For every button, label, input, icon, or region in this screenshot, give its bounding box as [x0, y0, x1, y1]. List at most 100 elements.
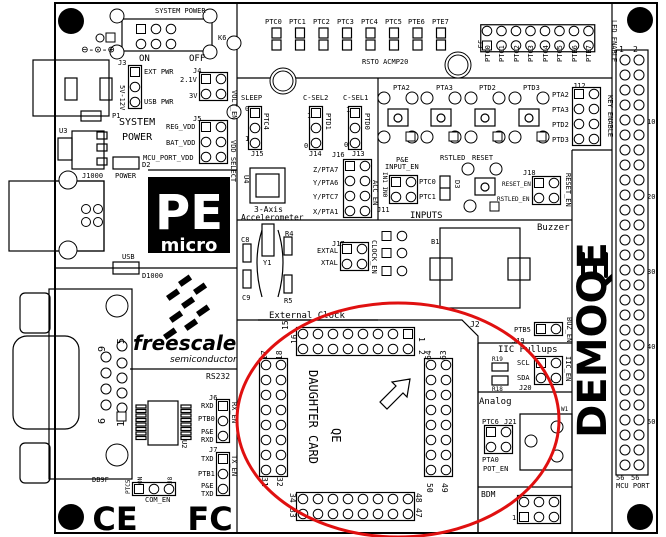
- pin: [396, 247, 408, 259]
- orientation-arrow-icon: [379, 378, 411, 410]
- pin: [129, 96, 141, 108]
- pin: [327, 493, 339, 505]
- pin: [129, 81, 141, 93]
- pin: [312, 493, 324, 505]
- mcu-port-pin: [633, 249, 645, 261]
- pin-square: [381, 231, 392, 241]
- pin: [150, 38, 162, 50]
- pin: [275, 389, 287, 401]
- pin: [500, 441, 512, 453]
- button-led: [536, 131, 547, 142]
- label-xtal: XTAL: [321, 259, 338, 267]
- label-ptc5-com: PTC5: [125, 479, 132, 494]
- chip-pad: [180, 431, 192, 436]
- pin: [402, 343, 414, 355]
- pin: [440, 374, 452, 386]
- pin: [359, 205, 371, 217]
- label-v21: 2.1V: [180, 76, 198, 84]
- db9-hex-nut: [19, 292, 51, 334]
- label-power-small: POWER: [115, 172, 137, 180]
- pin: [535, 372, 547, 384]
- pin: [496, 25, 507, 37]
- db9-pin: [116, 357, 128, 369]
- pin: [344, 205, 356, 217]
- label-j12: J12: [573, 82, 586, 90]
- pin: [573, 103, 585, 115]
- mcu-port-pin: [633, 204, 645, 216]
- label-ptc6: PTC6: [482, 418, 499, 426]
- pin: [312, 343, 324, 355]
- mcu-port-pin: [619, 159, 631, 171]
- label-ptc1: PTC1: [289, 18, 306, 26]
- label-j3-ptc1: PTC1: [498, 45, 506, 62]
- mcu-port-pin: [633, 384, 645, 396]
- pot-pin: [524, 434, 538, 448]
- button-pad: [420, 130, 434, 144]
- label-j12-pta3: PTA3: [552, 106, 569, 114]
- accelerometer-u4: [249, 167, 286, 204]
- j18-header: [531, 175, 562, 206]
- pin: [387, 493, 399, 505]
- pin: [297, 328, 309, 340]
- label-ptb1: PTB1: [198, 470, 215, 478]
- chip-pad: [180, 404, 192, 409]
- switch-pins: [135, 23, 177, 50]
- resistor-r5: [283, 274, 293, 294]
- label-j3a: J3: [118, 59, 126, 67]
- mcu-port-pin: [633, 294, 645, 306]
- label-db9f: DB9F: [92, 476, 109, 484]
- accelerometer-core: [255, 173, 280, 198]
- bdm-header: [516, 494, 562, 525]
- led-segment: [365, 27, 376, 39]
- pin: [349, 137, 361, 149]
- mcu-port-pin: [619, 264, 631, 276]
- button-pad: [405, 91, 419, 105]
- db9-mount-hole: [105, 294, 129, 318]
- label-inputs: INPUTS: [410, 211, 443, 221]
- label-v3: 3V: [189, 92, 198, 100]
- header-outline: [339, 241, 370, 272]
- screw-hole: [202, 8, 218, 24]
- mcu-port-pin: [633, 459, 645, 471]
- label-j21: J21: [504, 418, 517, 426]
- pin: [357, 328, 369, 340]
- label-j13: J13: [352, 150, 365, 158]
- label-rsto-acmp: RSTO ACMP20: [362, 58, 408, 66]
- usb-mount-hole: [58, 240, 78, 260]
- j3-header: [127, 64, 143, 110]
- pin: [342, 508, 354, 520]
- j11-header: [388, 174, 419, 205]
- j21-header: [483, 424, 514, 455]
- pe-logo-bg: [148, 177, 230, 253]
- pin-square: [345, 161, 355, 171]
- pin: [548, 192, 560, 204]
- j17-header: [339, 241, 370, 272]
- label-off: OFF: [189, 54, 205, 64]
- pin: [525, 40, 536, 51]
- j14-header: [308, 105, 324, 151]
- label-j7: J7: [209, 446, 217, 454]
- pin: [275, 359, 287, 371]
- header-outline: [531, 175, 562, 206]
- pin: [310, 137, 322, 149]
- label-scl: SCL: [517, 359, 530, 367]
- reset-cap: [480, 182, 490, 192]
- j2-bottom-header: [295, 491, 416, 522]
- label-com-en: COM_EN: [145, 496, 170, 504]
- label-j3-ptc2: PTC2: [513, 45, 521, 62]
- pin: [518, 496, 530, 508]
- label-usb: USB: [122, 253, 135, 261]
- usb-mount-hole: [58, 170, 78, 190]
- pin: [500, 426, 512, 438]
- pin: [357, 508, 369, 520]
- freescale-logo-mark: [183, 318, 199, 331]
- pin: [297, 493, 309, 505]
- label-j11: J11: [377, 206, 390, 214]
- label-p1-: 1: [417, 337, 426, 342]
- label-mcu20: 20: [647, 193, 655, 201]
- label-u4: U4: [242, 175, 250, 183]
- label-mcu50: 50: [647, 418, 655, 426]
- push-button: [464, 91, 506, 144]
- pin: [387, 328, 399, 340]
- pin-square: [519, 512, 529, 522]
